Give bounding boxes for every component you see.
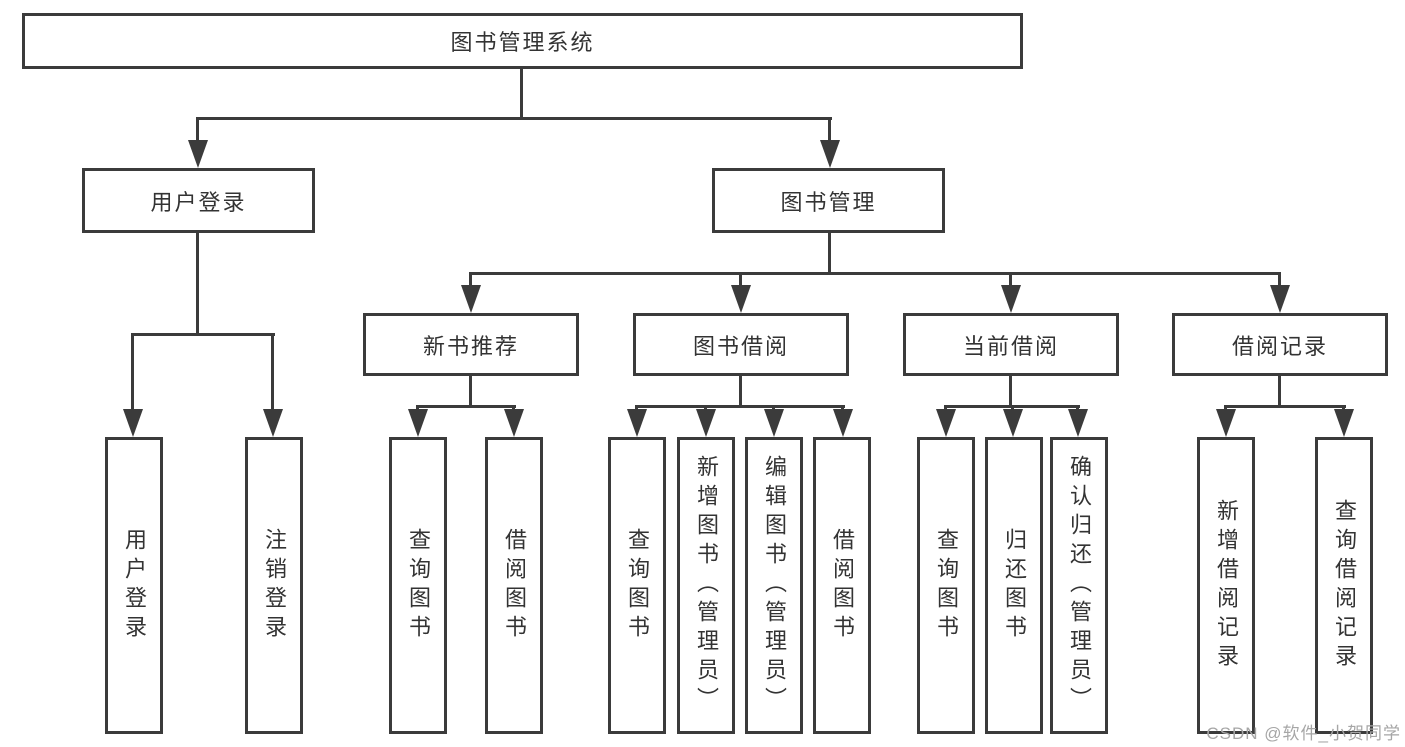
leaf-query-books-borrow: 查询图书 — [608, 437, 666, 734]
connector-line — [131, 333, 275, 336]
arrow-down-icon — [1334, 409, 1354, 437]
node-borrow-records: 借阅记录 — [1172, 313, 1388, 376]
connector-line — [469, 272, 1281, 275]
leaf-user-login: 用户登录 — [105, 437, 163, 734]
node-book-borrow: 图书借阅 — [633, 313, 849, 376]
connector-line — [271, 333, 274, 413]
connector-line — [416, 405, 516, 408]
connector-line — [828, 117, 831, 147]
leaf-edit-book-admin: 编辑图书（管理员） — [745, 437, 803, 734]
connector-line — [1009, 272, 1012, 290]
connector-line — [1009, 376, 1012, 407]
arrow-down-icon — [833, 409, 853, 437]
node-root: 图书管理系统 — [22, 13, 1023, 69]
node-current-borrow: 当前借阅 — [903, 313, 1119, 376]
arrow-down-icon — [123, 409, 143, 437]
connector-line — [1278, 272, 1281, 290]
connector-line — [1278, 376, 1281, 407]
leaf-add-book-admin: 新增图书（管理员） — [677, 437, 735, 734]
leaf-add-borrow-record: 新增借阅记录 — [1197, 437, 1255, 734]
leaf-query-borrow-record: 查询借阅记录 — [1315, 437, 1373, 734]
connector-line — [520, 69, 523, 118]
arrow-down-icon — [504, 409, 524, 437]
arrow-down-icon — [188, 140, 208, 168]
node-user-login: 用户登录 — [82, 168, 315, 233]
leaf-query-books-recommend: 查询图书 — [389, 437, 447, 734]
arrow-down-icon — [627, 409, 647, 437]
node-new-book-recommend: 新书推荐 — [363, 313, 579, 376]
leaf-borrow-books: 借阅图书 — [813, 437, 871, 734]
connector-line — [739, 272, 742, 290]
leaf-confirm-return-admin: 确认归还（管理员） — [1050, 437, 1108, 734]
leaf-query-books-current: 查询图书 — [917, 437, 975, 734]
leaf-borrow-books-recommend: 借阅图书 — [485, 437, 543, 734]
arrow-down-icon — [1003, 409, 1023, 437]
connector-line — [1224, 405, 1346, 408]
arrow-down-icon — [696, 409, 716, 437]
arrow-down-icon — [936, 409, 956, 437]
arrow-down-icon — [1270, 285, 1290, 313]
node-book-management: 图书管理 — [712, 168, 945, 233]
arrow-down-icon — [408, 409, 428, 437]
arrow-down-icon — [1068, 409, 1088, 437]
connector-line — [739, 376, 742, 407]
connector-line — [635, 405, 845, 408]
arrow-down-icon — [263, 409, 283, 437]
arrow-down-icon — [764, 409, 784, 437]
connector-line — [469, 376, 472, 407]
connector-line — [196, 117, 199, 147]
arrow-down-icon — [1216, 409, 1236, 437]
connector-line — [196, 232, 199, 336]
connector-line — [828, 233, 831, 275]
csdn-watermark: CSDN @软件_小贺同学 — [1206, 724, 1401, 743]
arrow-down-icon — [820, 140, 840, 168]
arrow-down-icon — [731, 285, 751, 313]
connector-line — [131, 333, 134, 413]
leaf-return-books: 归还图书 — [985, 437, 1043, 734]
connector-line — [469, 272, 472, 290]
connector-line — [196, 117, 832, 120]
leaf-logout: 注销登录 — [245, 437, 303, 734]
arrow-down-icon — [1001, 285, 1021, 313]
arrow-down-icon — [461, 285, 481, 313]
